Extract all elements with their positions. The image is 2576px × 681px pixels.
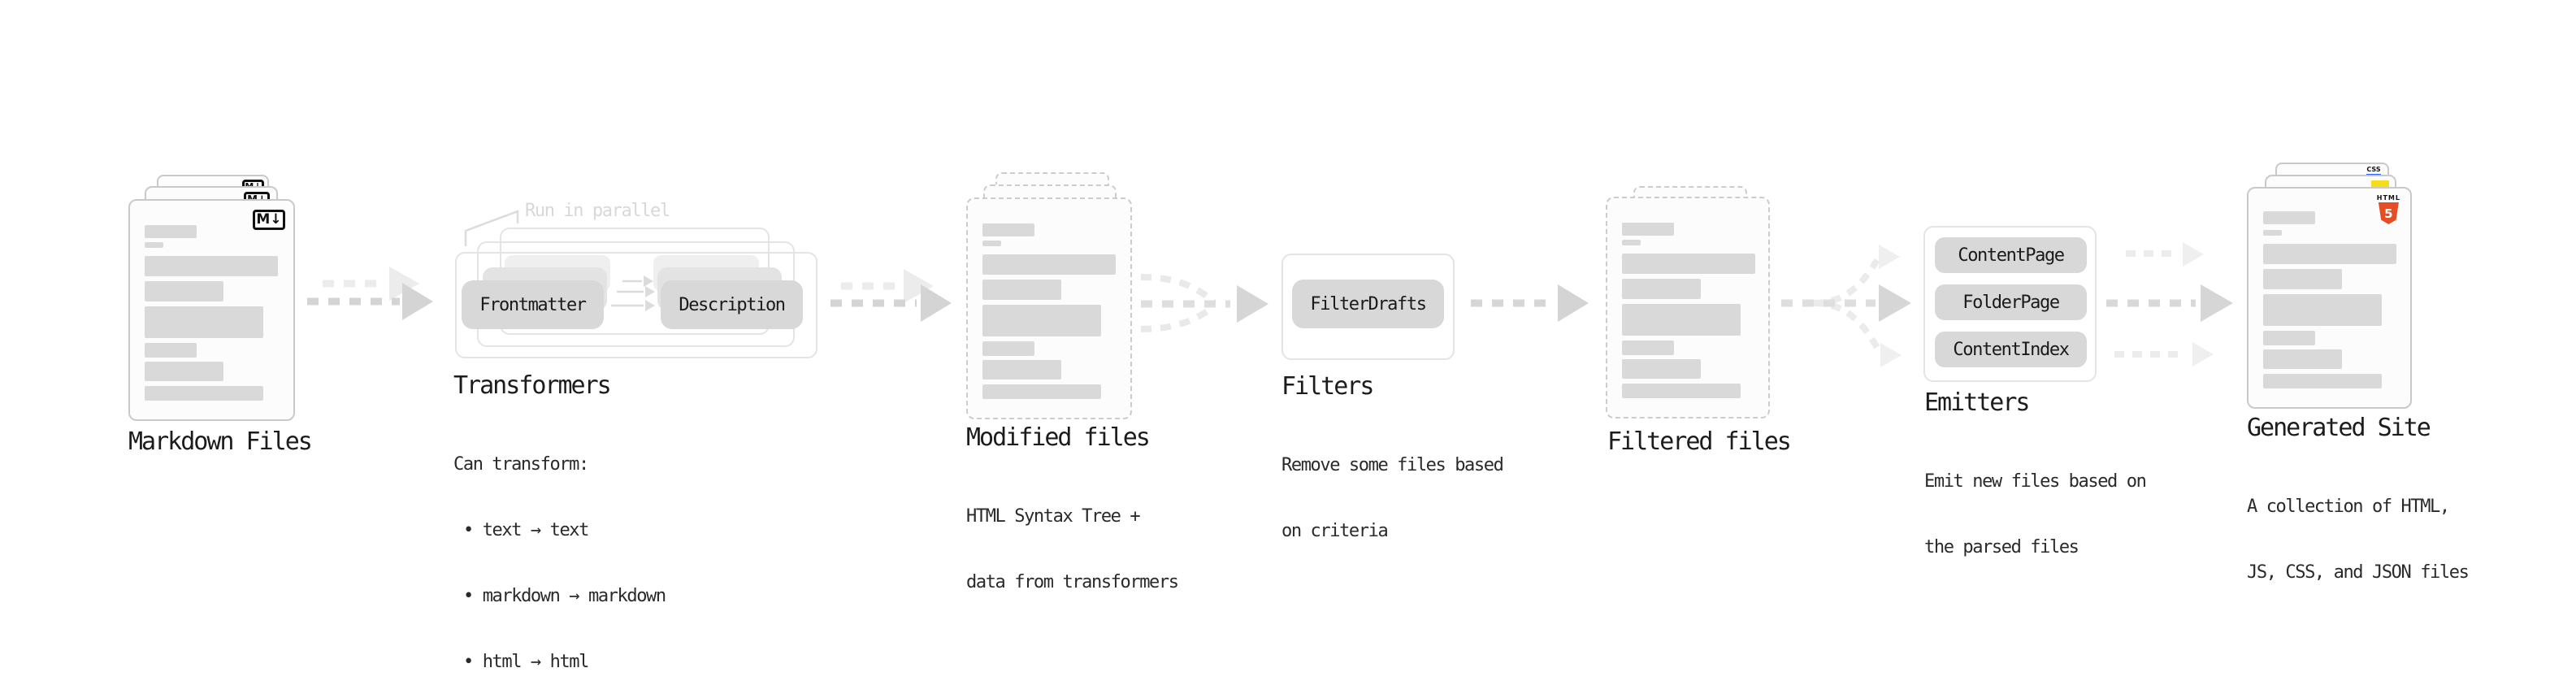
file-card: [1606, 197, 1770, 419]
generated-desc-line: A collection of HTML,: [2247, 497, 2450, 517]
text-placeholder-bar: [2263, 374, 2382, 388]
transformers-caption: Transformers Can transform: • text → tex…: [453, 372, 666, 681]
text-placeholder-bar: [1622, 223, 1674, 236]
filters-caption: Filters Remove some files based on crite…: [1281, 372, 1504, 586]
markdown-files-caption: Markdown Files: [128, 427, 313, 456]
text-placeholder-bar: [1622, 359, 1701, 379]
transformers-desc: Can transform:: [453, 454, 589, 475]
text-placeholder-bar: [982, 254, 1116, 275]
text-placeholder-bar: [145, 343, 197, 358]
arrow-modified-to-filters-converge: [1140, 274, 1268, 332]
emitters-desc-line: Emit new files based on: [1924, 471, 2147, 492]
text-placeholder-bar: [2263, 294, 2382, 326]
emitters-box: [1923, 226, 2097, 382]
filters-box: [1281, 254, 1455, 360]
filterdrafts-pill: FilterDrafts: [1292, 280, 1444, 328]
file-card: M↓: [128, 199, 295, 421]
text-placeholder-bar: [2263, 349, 2342, 369]
text-placeholder-bar: [2263, 244, 2396, 264]
arrow-emitters-to-generated: [2106, 242, 2233, 367]
stage-title: Filters: [1281, 372, 1374, 401]
text-placeholder-bar: [1622, 240, 1641, 245]
stage-title: Emitters: [1924, 388, 2031, 417]
generated-site-caption: Generated Site A collection of HTML, JS,…: [2247, 414, 2470, 627]
text-placeholder-bar: [145, 306, 263, 338]
generated-desc-line: JS, CSS, and JSON files: [2247, 562, 2470, 583]
arrow-transformers-to-modified: [830, 269, 952, 322]
folderpage-pill: FolderPage: [1935, 284, 2087, 320]
text-placeholder-bar: [2263, 331, 2315, 345]
text-placeholder-bar: [1622, 340, 1674, 355]
contentindex-pill: ContentIndex: [1935, 332, 2087, 367]
run-in-parallel-annotation: Run in parallel: [525, 201, 670, 221]
text-placeholder-bar: [2263, 211, 2315, 224]
text-placeholder-bar: [982, 223, 1034, 236]
stage-title: Transformers: [453, 371, 612, 400]
modified-desc-line: HTML Syntax Tree +: [966, 506, 1141, 527]
text-placeholder-bar: [1622, 279, 1701, 299]
html5-icon: HTML 5: [2377, 194, 2400, 224]
text-placeholder-bar: [145, 242, 163, 248]
text-placeholder-bar: [1622, 254, 1755, 274]
transformers-bullet: • html → html: [463, 652, 589, 672]
modified-desc-line: data from transformers: [966, 572, 1179, 592]
emitters-caption: Emitters Emit new files based on the par…: [1924, 388, 2147, 602]
filters-desc-line: Remove some files based: [1281, 455, 1504, 475]
transform-parallel-arrows: [611, 275, 655, 311]
text-placeholder-bar: [2263, 269, 2342, 289]
text-placeholder-bar: [982, 341, 1034, 356]
text-placeholder-bar: [982, 305, 1101, 336]
text-placeholder-bar: [145, 256, 278, 276]
modified-files-caption: Modified files HTML Syntax Tree + data f…: [966, 423, 1179, 637]
annotation-leader-line: [464, 210, 519, 246]
stage-title: Markdown Files: [128, 427, 313, 456]
text-placeholder-bar: [145, 225, 197, 238]
text-placeholder-bar: [145, 281, 223, 301]
markdown-icon: M↓: [253, 210, 285, 230]
stage-title: Filtered files: [1607, 427, 1792, 456]
text-placeholder-bar: [145, 362, 223, 381]
frontmatter-pill: Frontmatter: [462, 280, 604, 329]
text-placeholder-bar: [982, 384, 1101, 399]
transformers-bullet: • text → text: [463, 520, 589, 540]
contentpage-pill: ContentPage: [1935, 237, 2087, 273]
description-pill: Description: [661, 280, 803, 329]
file-card: HTML 5: [2247, 187, 2412, 409]
filtered-files-caption: Filtered files: [1607, 427, 1792, 456]
stage-title: Generated Site: [2247, 414, 2431, 442]
text-placeholder-bar: [2263, 230, 2282, 236]
filters-desc-line: on criteria: [1281, 521, 1389, 541]
text-placeholder-bar: [982, 360, 1061, 380]
arrow-filtered-to-emitters-diverge: [1781, 245, 1911, 367]
text-placeholder-bar: [982, 280, 1061, 300]
arrow-markdown-to-transformers: [307, 267, 433, 320]
transformers-bullet: • markdown → markdown: [463, 586, 666, 606]
text-placeholder-bar: [1622, 384, 1741, 398]
emitters-desc-line: the parsed files: [1924, 537, 2079, 557]
transformer-layer-box: [455, 252, 817, 358]
text-placeholder-bar: [1622, 304, 1741, 336]
stage-title: Modified files: [966, 423, 1151, 452]
file-card: [966, 197, 1132, 419]
text-placeholder-bar: [982, 241, 1001, 246]
text-placeholder-bar: [145, 386, 263, 401]
arrow-filters-to-filtered: [1471, 284, 1589, 322]
